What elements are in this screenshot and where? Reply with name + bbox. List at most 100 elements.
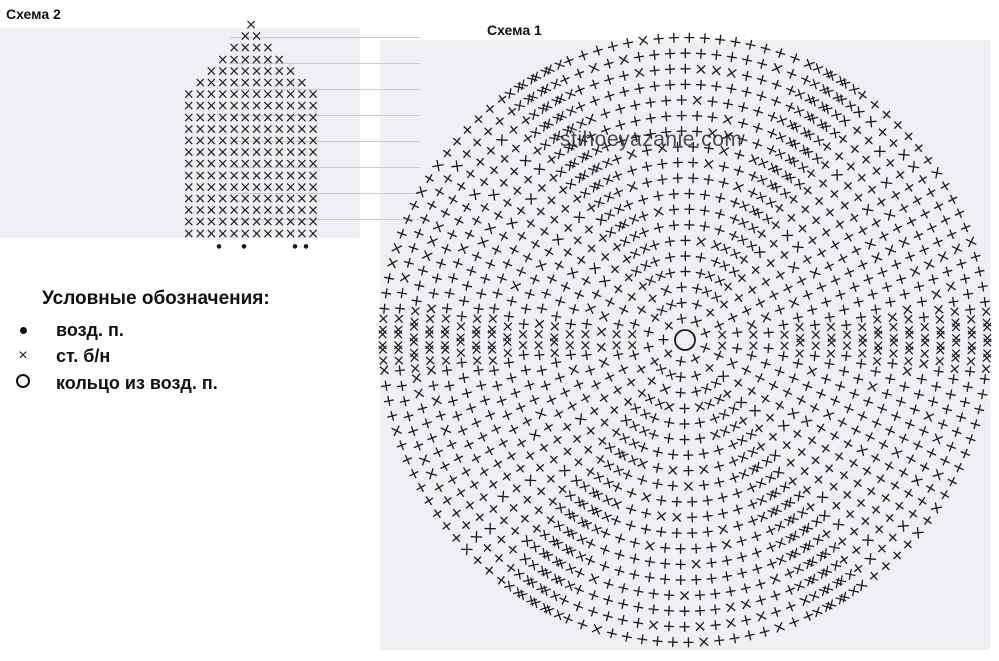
single-crochet-mark: × [307,133,319,149]
background-panel-right [380,40,990,650]
single-crochet-mark: + [663,202,683,217]
background-bleed-text: —————————— [230,156,420,177]
single-crochet-mark: + [640,322,657,343]
single-crochet-mark: × [245,17,257,33]
increase-mark: × [716,326,729,344]
single-crochet-mark: + [676,417,695,430]
single-crochet-mark: × [632,455,654,474]
single-crochet-mark: + [694,445,715,461]
single-crochet-mark: + [694,218,715,234]
single-crochet-mark: × [262,121,274,137]
single-crochet-mark: + [652,492,673,508]
single-crochet-mark: × [273,203,285,219]
single-crochet-mark: × [307,214,319,230]
single-crochet-mark: × [273,87,285,103]
increase-mark: × [856,328,869,347]
single-crochet-mark: × [239,145,251,161]
single-crochet-mark: × [194,98,206,114]
single-crochet-mark: × [262,214,274,230]
single-crochet-mark: × [217,179,229,195]
single-crochet-mark: + [709,189,731,207]
single-crochet-mark: × [251,63,263,79]
single-crochet-mark: × [183,110,195,126]
single-crochet-mark: + [563,314,579,335]
increase-mark: × [887,329,900,347]
single-crochet-mark: × [262,226,274,242]
single-crochet-mark: × [273,179,285,195]
single-crochet-mark: × [659,398,681,415]
single-crochet-mark: + [537,283,556,305]
single-crochet-mark: × [206,214,218,230]
single-crochet-mark: × [206,63,218,79]
single-crochet-mark: × [262,63,274,79]
single-crochet-mark: × [228,214,240,230]
single-crochet-mark: + [632,438,655,457]
single-crochet-mark: × [183,203,195,219]
single-crochet-mark: + [676,265,695,278]
background-bleed-text: —————————— [230,26,420,47]
single-crochet-mark: + [659,233,680,249]
single-crochet-mark: + [836,299,853,320]
single-crochet-mark: × [217,214,229,230]
increase-mark: × [778,337,791,355]
single-crochet-mark: × [251,133,263,149]
single-crochet-mark: + [671,310,692,327]
single-crochet-mark: × [194,214,206,230]
single-crochet-mark: + [648,443,670,460]
single-crochet-mark: + [743,344,760,366]
single-crochet-mark: × [194,226,206,242]
single-crochet-mark: + [831,375,849,397]
single-crochet-mark: × [581,298,600,320]
single-crochet-mark: + [548,353,565,374]
legend-label: возд. п. [56,319,124,340]
single-crochet-mark: + [537,375,556,397]
background-panel-left [0,28,360,238]
single-crochet-mark: + [704,409,727,428]
single-crochet-mark: + [821,306,837,327]
single-crochet-mark: × [262,52,274,68]
single-crochet-mark: × [239,40,251,56]
single-crochet-mark: + [723,209,746,229]
single-crochet-mark: + [826,268,846,291]
single-crochet-mark: × [262,40,274,56]
single-crochet-mark: × [251,191,263,207]
single-crochet-mark: × [307,179,319,195]
single-crochet-mark: + [709,473,731,491]
increase-mark: × [824,344,838,363]
single-crochet-mark: + [643,252,666,271]
single-crochet-mark: + [686,280,708,297]
single-crochet-mark: + [690,249,711,266]
single-crochet-mark: + [689,265,711,282]
single-crochet-mark: × [194,87,206,103]
single-crochet-mark: × [285,168,297,184]
single-crochet-mark: × [705,236,727,255]
single-crochet-mark: + [647,476,668,493]
single-crochet-mark: × [273,121,285,137]
single-crochet-mark: + [831,283,849,305]
single-crochet-mark: × [228,226,240,242]
single-crochet-mark: × [251,214,263,230]
single-crochet-mark: × [194,156,206,172]
single-crochet-mark: × [251,29,263,45]
single-crochet-mark: × [217,168,229,184]
dot-icon [12,321,34,339]
single-crochet-mark: × [217,145,229,161]
single-crochet-mark: × [307,110,319,126]
single-crochet-mark: × [239,168,251,184]
single-crochet-mark: + [659,249,680,266]
single-crochet-mark: + [525,268,545,291]
single-crochet-mark: + [520,283,538,305]
single-crochet-mark: × [689,398,711,415]
single-crochet-mark: × [251,110,263,126]
single-crochet-mark: × [194,121,206,137]
single-crochet-mark: + [647,459,668,476]
single-crochet-mark: × [251,40,263,56]
single-crochet-mark: + [659,265,681,282]
single-crochet-mark: × [228,75,240,91]
increase-mark: × [547,328,561,347]
single-crochet-mark: + [729,338,745,359]
single-crochet-mark: + [671,385,691,400]
single-crochet-mark: × [228,156,240,172]
single-crochet-mark: + [533,298,550,319]
single-crochet-mark: × [217,133,229,149]
